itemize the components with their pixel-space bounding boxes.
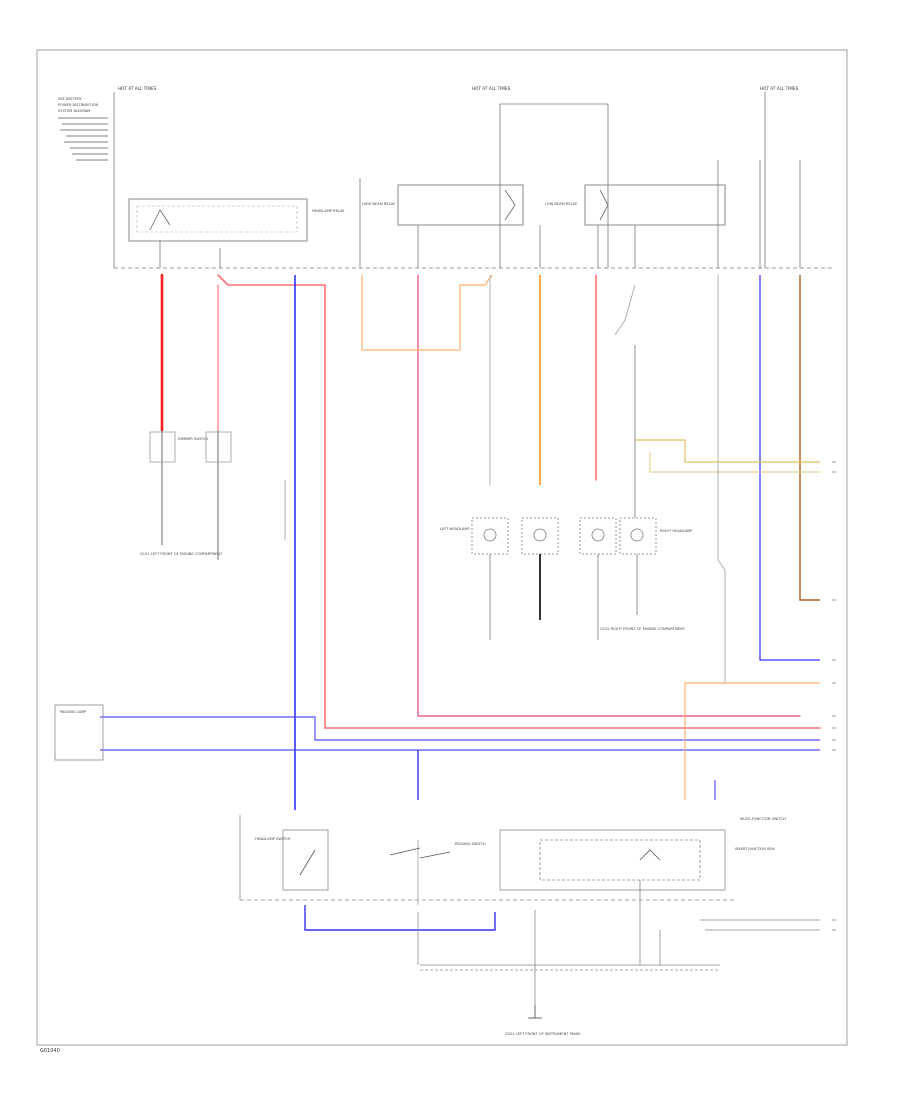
right-connector-ticks: [832, 461, 836, 931]
ground-mid-label: G102 RIGHT FRONT OF ENGINE COMPARTMENT: [600, 627, 686, 631]
diagram-frame: [36, 49, 848, 1046]
fuse-label-right: HOT AT ALL TIMES: [760, 86, 799, 91]
headlamp-left-box: [471, 517, 509, 555]
wire-yellow-1: [635, 439, 820, 463]
wire-blue-group: [100, 275, 820, 931]
switch-right-label: PASSING SWITCH: [455, 842, 486, 846]
left-note-2: POWER DISTRIBUTION: [58, 103, 98, 107]
relay-left: HEADLAMP RELAY: [128, 198, 345, 242]
left-connector: [54, 704, 104, 761]
headlamp-left-high-icon: [533, 528, 547, 542]
smart-junction-label: SMART JUNCTION BOX: [735, 847, 775, 851]
ground-left-label: G101 LEFT FRONT OF ENGINE COMPARTMENT: [140, 552, 223, 556]
left-note-1: SEE BATTERY: [58, 97, 82, 101]
junction-feeds: [159, 103, 801, 268]
wire-orange-group: [361, 274, 820, 800]
wire-orange-1: [361, 274, 493, 351]
footer-code: G01040: [40, 1048, 60, 1054]
ground-bottom-label: G201 LEFT FRONT OF INSTRUMENT PANEL: [505, 1032, 581, 1036]
wire-blue-2: [759, 275, 820, 661]
headlamp-right-high-icon: [591, 528, 605, 542]
wire-red-group: [160, 273, 821, 729]
headlamp-left-icon: [483, 528, 497, 542]
headlamp-1-label: LEFT HEADLAMP: [440, 527, 470, 531]
multi-function-switch: [239, 815, 820, 1005]
wire-pink-3: [417, 274, 801, 717]
wire-brown-1: [799, 275, 820, 601]
headlamp-2-label: RIGHT HEADLAMP: [660, 529, 693, 533]
ground-bottom: [528, 1005, 542, 1019]
switch-left-label: DIMMER SWITCH: [178, 437, 208, 441]
wire-orange-3: [684, 682, 820, 800]
left-notes: SEE BATTERY POWER DISTRIBUTION SYSTEM DI…: [58, 97, 98, 113]
left-note-3: SYSTEM DIAGRAM: [58, 109, 90, 113]
relay-mid-label: HIGH BEAM RELAY: [362, 202, 396, 206]
wire-yellow-2: [649, 452, 820, 473]
wire-pink-main: [217, 274, 821, 729]
headlamp-group: [471, 345, 657, 640]
relay-right: LOW BEAM RELAY: [545, 184, 726, 226]
pass-lamp-label: PASSING LAMP: [60, 710, 87, 714]
relay-right-label: LOW BEAM RELAY: [545, 202, 578, 206]
fuse-label-left: HOT AT ALL TIMES: [118, 86, 157, 91]
headlamp-right-icon: [630, 528, 644, 542]
wire-blue-6: [304, 905, 496, 931]
fuse-label-center: HOT AT ALL TIMES: [472, 86, 511, 91]
relay-left-label: HEADLAMP RELAY: [312, 209, 345, 213]
wire-gray-group: [417, 275, 726, 905]
wire-blue-3: [100, 716, 820, 741]
multi-switch-label: MULTI-FUNCTION SWITCH: [740, 817, 786, 821]
wire-yellow-group: [635, 439, 820, 473]
relay-mid: HIGH BEAM RELAY: [362, 184, 524, 226]
ground-stubs-left: [149, 430, 286, 560]
left-note-lines: [58, 117, 108, 161]
switch-mid-label: HEADLAMP SWITCH: [255, 837, 291, 841]
